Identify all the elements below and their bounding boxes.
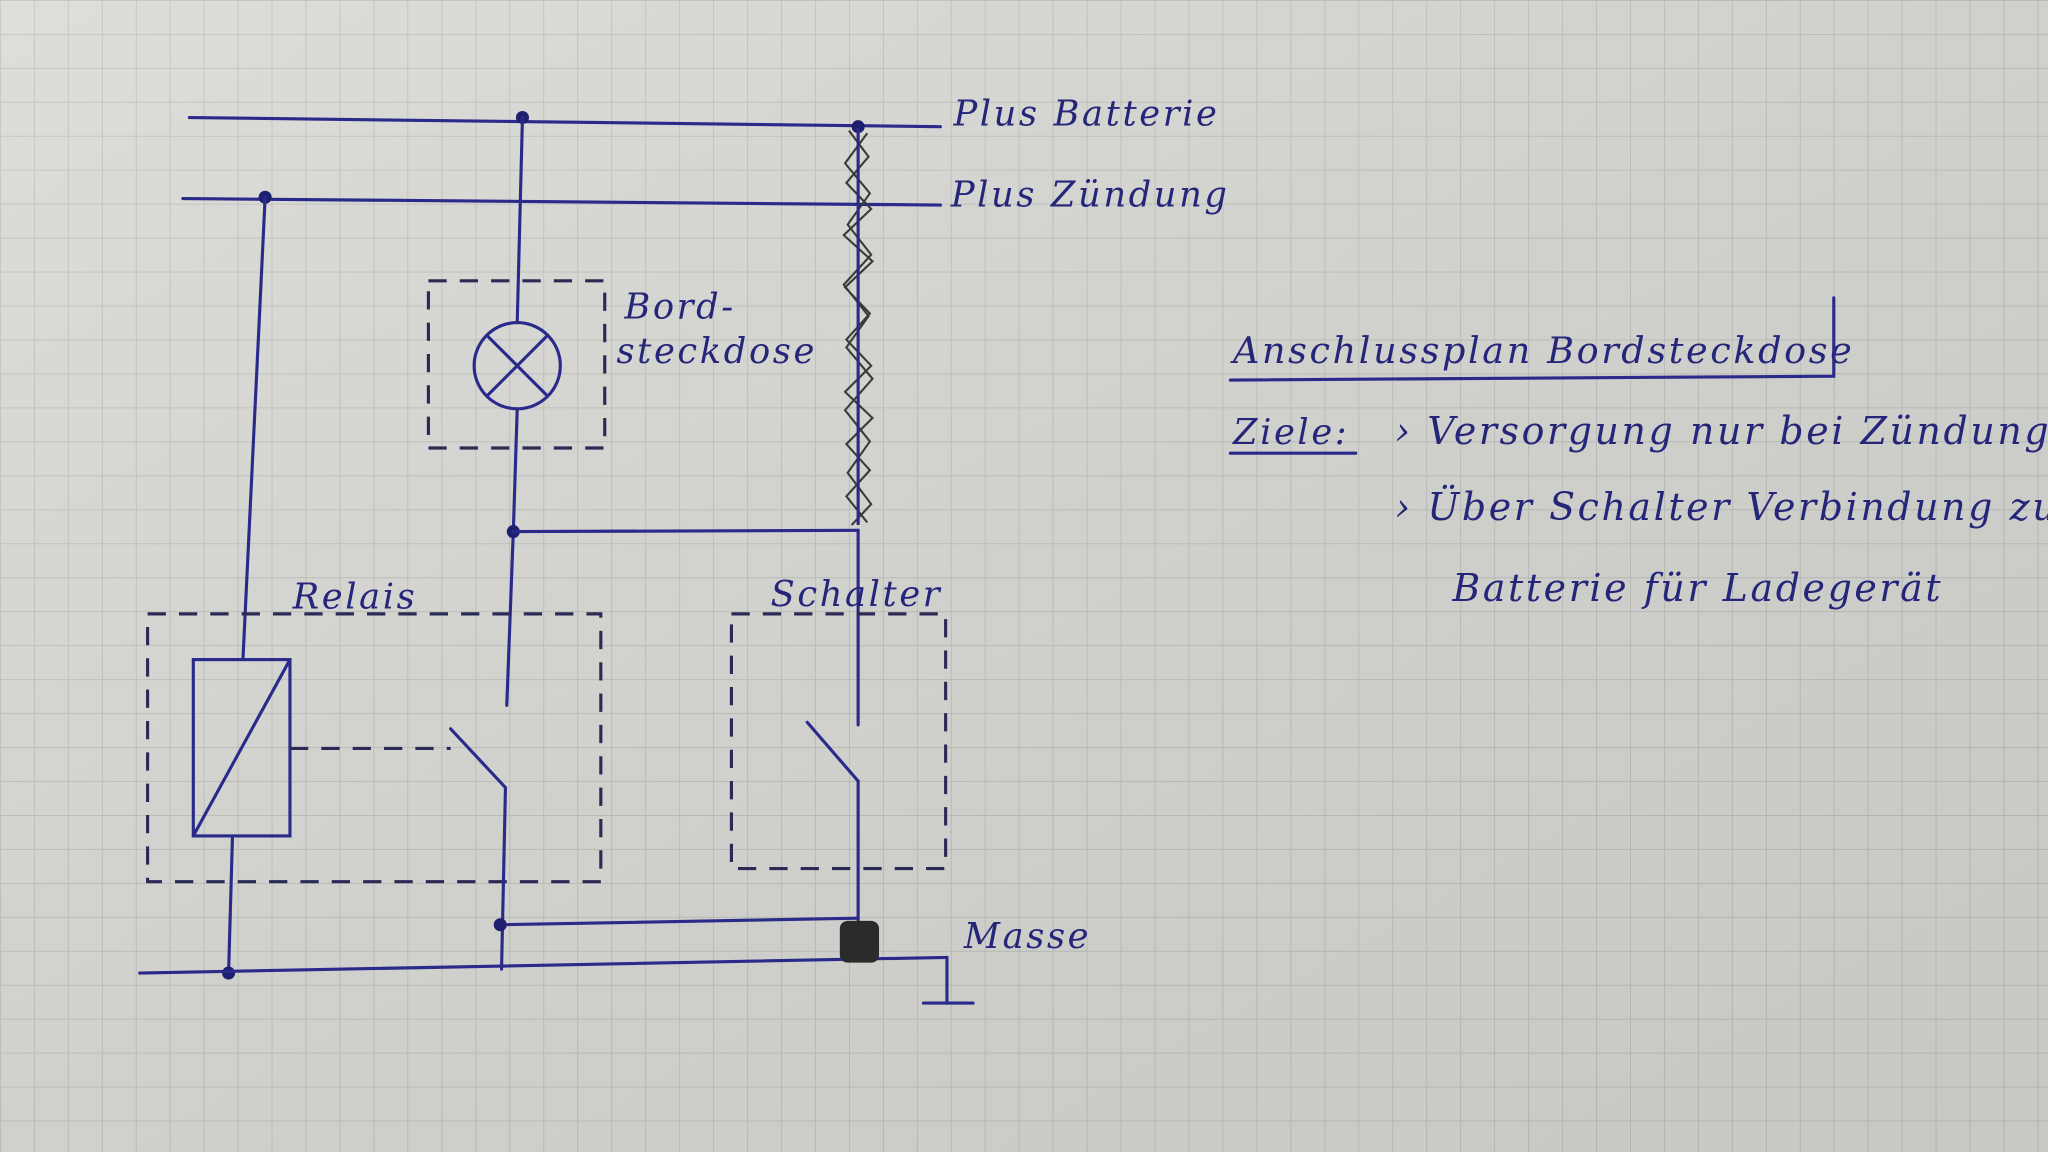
junction-dot bbox=[493, 918, 507, 932]
junction-dot bbox=[222, 966, 236, 980]
ziele-label: Ziele: bbox=[1232, 412, 1349, 453]
label-plus-batterie: Plus Batterie bbox=[952, 93, 1219, 134]
label-plus-zuendung: Plus Zündung bbox=[950, 174, 1230, 215]
scribbled-wire-bundle bbox=[842, 127, 875, 526]
bordsteckdose-box bbox=[426, 279, 607, 450]
plus-batterie-wire bbox=[187, 115, 942, 129]
relay-contact bbox=[449, 727, 508, 790]
label-relais: Relais bbox=[292, 577, 418, 618]
label-schalter: Schalter bbox=[771, 574, 943, 615]
label-masse: Masse bbox=[963, 916, 1091, 957]
masse-wire bbox=[138, 955, 949, 975]
schalter-box bbox=[729, 612, 948, 871]
label-bord-line2: steckdose bbox=[616, 331, 816, 372]
junction-dot bbox=[851, 120, 865, 134]
relais-box bbox=[146, 612, 603, 884]
label-bord-line1: Bord- bbox=[623, 287, 736, 328]
plus-zuendung-wire bbox=[181, 196, 942, 207]
notes-title: Anschlussplan Bordsteckdose bbox=[1230, 329, 1854, 372]
scribbled-ground-bundle bbox=[839, 920, 880, 963]
goal-item: › Versorgung nur bei Zündung „ bbox=[1395, 409, 2048, 453]
lamp-symbol bbox=[472, 321, 562, 411]
goal-item-continuation: Batterie für Ladegerät bbox=[1451, 566, 1943, 610]
goal-item: › Über Schalter Verbindung zu bbox=[1395, 485, 2048, 529]
schalter-contact bbox=[805, 720, 860, 783]
